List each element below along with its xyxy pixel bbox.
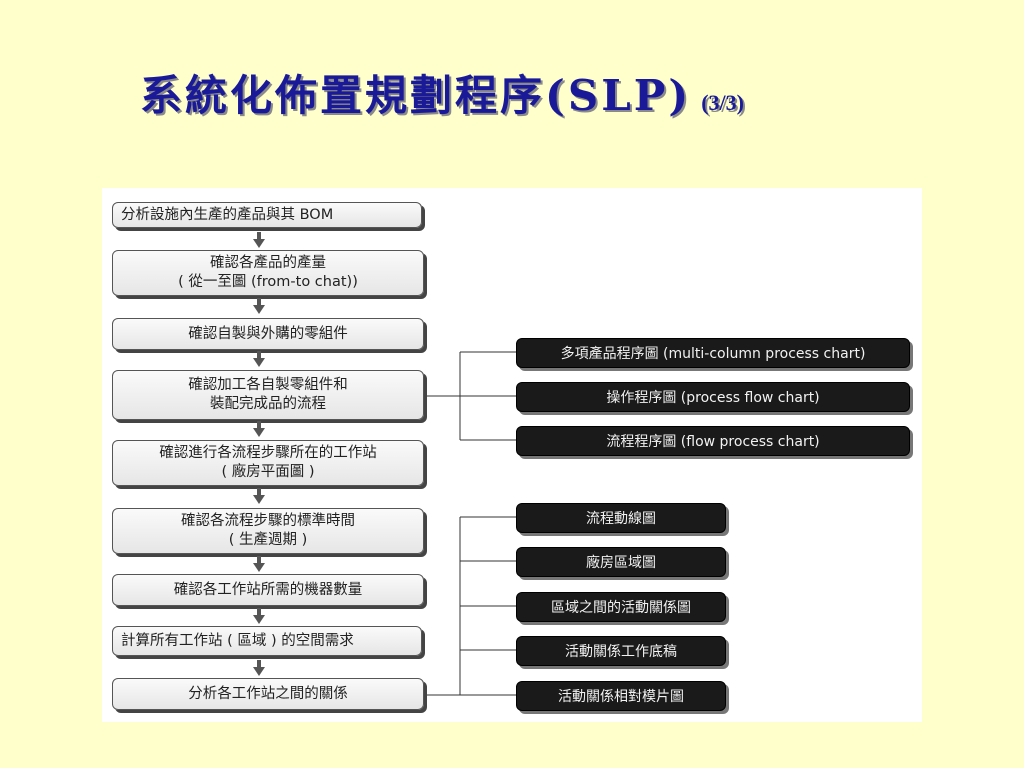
process-chart-box-1: 多項產品程序圖 (multi-column process chart) (516, 338, 910, 368)
arrow-down-icon (253, 298, 265, 314)
step-5-line2: ( 廠房平面圖 ) (221, 464, 315, 480)
arrow-down-icon (253, 488, 265, 504)
relation-chart-box-4: 活動關係工作底稿 (516, 636, 726, 666)
step-9-text: 分析各工作站之間的關係 (188, 685, 348, 702)
step-4-line1: 確認加工各自製零組件和 (188, 377, 348, 394)
process-chart-label-3: 流程程序圖 (flow process chart) (606, 434, 820, 450)
step-6-box: 確認各流程步驟的標準時間 ( 生產週期 ) (112, 508, 424, 554)
step-3-text: 確認自製與外購的零組件 (188, 325, 348, 342)
step-1-box: 分析設施內生產的產品與其 BOM (112, 202, 422, 228)
relation-chart-box-2: 廠房區域圖 (516, 547, 726, 577)
step-5-box: 確認進行各流程步驟所在的工作站 ( 廠房平面圖 ) (112, 440, 424, 486)
step-3-box: 確認自製與外購的零組件 (112, 318, 424, 350)
relation-chart-box-3: 區域之間的活動關係圖 (516, 592, 726, 622)
relation-chart-box-1: 流程動線圖 (516, 503, 726, 533)
arrow-down-icon (253, 421, 265, 437)
title-main: 系統化佈置規劃程序(SLP) (140, 71, 692, 120)
step-5-line1: 確認進行各流程步驟所在的工作站 (159, 445, 377, 462)
relation-chart-label-3: 區域之間的活動關係圖 (551, 600, 691, 616)
title-page-indicator: (3/3) (701, 90, 744, 115)
relation-chart-label-2: 廠房區域圖 (586, 555, 656, 571)
connector-lines (422, 351, 516, 696)
relation-chart-label-4: 活動關係工作底稿 (565, 644, 677, 660)
arrow-down-icon (253, 608, 265, 624)
slp-flow-diagram: 分析設施內生產的產品與其 BOM 確認各產品的產量 ( 從一至圖 (from-t… (102, 188, 922, 722)
relation-chart-label-1: 流程動線圖 (586, 511, 656, 527)
step-2-line1: 確認各產品的產量 (210, 255, 326, 272)
step-1-text: 分析設施內生產的產品與其 BOM (121, 206, 334, 223)
step-9-box: 分析各工作站之間的關係 (112, 678, 424, 710)
arrow-down-icon (253, 351, 265, 367)
process-chart-box-2: 操作程序圖 (process flow chart) (516, 382, 910, 412)
step-4-line2: 裝配完成品的流程 (210, 396, 326, 412)
arrow-down-icon (253, 556, 265, 572)
step-8-text: 計算所有工作站 ( 區域 ) 的空間需求 (121, 632, 354, 649)
relation-chart-box-5: 活動關係相對模片圖 (516, 681, 726, 711)
step-6-line1: 確認各流程步驟的標準時間 (181, 513, 355, 530)
process-chart-box-3: 流程程序圖 (flow process chart) (516, 426, 910, 456)
process-chart-label-1: 多項產品程序圖 (multi-column process chart) (560, 346, 866, 362)
step-8-box: 計算所有工作站 ( 區域 ) 的空間需求 (112, 626, 422, 656)
process-chart-label-2: 操作程序圖 (process flow chart) (606, 390, 820, 406)
step-2-box: 確認各產品的產量 ( 從一至圖 (from-to chat)) (112, 250, 424, 296)
step-7-box: 確認各工作站所需的機器數量 (112, 574, 424, 606)
slide-title: 系統化佈置規劃程序(SLP) (3/3) (140, 62, 744, 142)
relation-chart-label-5: 活動關係相對模片圖 (558, 689, 684, 705)
step-2-line2: ( 從一至圖 (from-to chat)) (178, 274, 358, 290)
step-4-box: 確認加工各自製零組件和 裝配完成品的流程 (112, 370, 424, 420)
arrow-down-icon (253, 232, 265, 248)
step-7-text: 確認各工作站所需的機器數量 (173, 581, 363, 598)
arrow-down-icon (253, 660, 265, 676)
step-6-line2: ( 生產週期 ) (228, 532, 308, 548)
